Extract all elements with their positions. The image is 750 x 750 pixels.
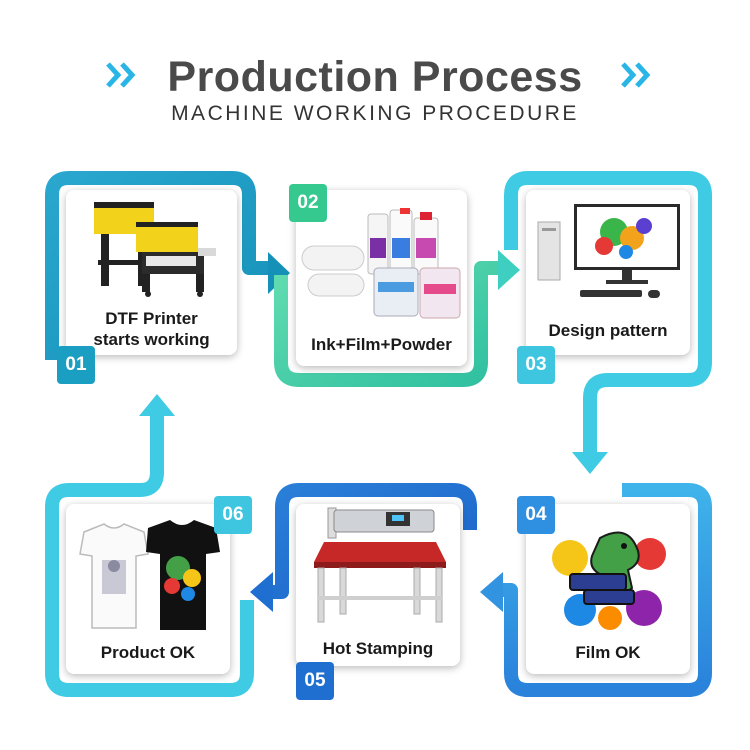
t-shirts-illustration bbox=[79, 520, 220, 630]
arrow-left-icon bbox=[250, 572, 273, 612]
frame-step-04 bbox=[503, 483, 712, 697]
frame-step-01 bbox=[45, 171, 268, 360]
step-card-05: Hot Stamping bbox=[296, 504, 460, 666]
header: Production Process bbox=[0, 52, 750, 102]
step-label: DTF Printer starts working bbox=[66, 308, 237, 350]
arrow-down-icon bbox=[572, 452, 608, 474]
heat-press-illustration bbox=[314, 507, 446, 623]
step-number-badge: 01 bbox=[57, 346, 95, 384]
step-number-badge: 05 bbox=[296, 662, 334, 700]
arrow-left-icon bbox=[480, 572, 503, 612]
step-card-01: DTF Printer starts working bbox=[66, 190, 237, 355]
arrow-right-icon bbox=[498, 250, 520, 290]
step-number-badge: 03 bbox=[517, 346, 555, 384]
frame-step-06 bbox=[45, 416, 254, 697]
arrow-right-icon bbox=[268, 252, 290, 294]
step-label: Design pattern bbox=[548, 321, 668, 340]
ink-film-powder-illustration bbox=[301, 208, 461, 319]
frame-step-03 bbox=[504, 171, 712, 452]
chevron-right-icon bbox=[621, 62, 651, 88]
page-title: Production Process bbox=[167, 53, 583, 101]
chevron-right-icon bbox=[106, 62, 136, 88]
step-label: Product OK bbox=[100, 643, 196, 662]
dinosaur-film-illustration bbox=[552, 531, 666, 630]
step-number-badge: 06 bbox=[214, 496, 252, 534]
step-label: Ink+Film+Powder bbox=[311, 335, 452, 354]
step-card-06: Product OK bbox=[66, 504, 230, 674]
frame-step-02 bbox=[274, 261, 498, 387]
computer-illustration bbox=[537, 204, 680, 298]
step-number-badge: 02 bbox=[289, 184, 327, 222]
arrow-up-icon bbox=[139, 394, 175, 416]
dtf-printer-illustration bbox=[94, 202, 216, 297]
frame-step-05 bbox=[273, 483, 477, 599]
step-label-line2: starts working bbox=[93, 330, 210, 349]
step-label: Hot Stamping bbox=[322, 639, 434, 658]
step-label-line1: DTF Printer bbox=[105, 309, 198, 328]
step-number-badge: 04 bbox=[517, 496, 555, 534]
step-label: Film OK bbox=[575, 643, 641, 662]
step-card-03: Design pattern bbox=[526, 190, 690, 355]
page-subtitle: MACHINE WORKING PROCEDURE bbox=[171, 102, 579, 125]
